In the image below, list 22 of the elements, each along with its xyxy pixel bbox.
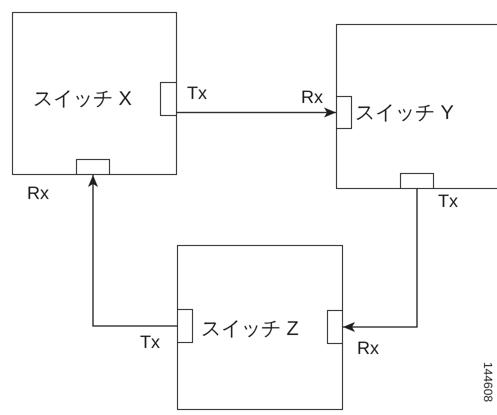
- switch-label: スイッチ Y: [355, 103, 454, 123]
- switch-box: [177, 245, 343, 410]
- arrow: [177, 108, 336, 118]
- port-box: [400, 172, 434, 189]
- arrow: [343, 189, 418, 332]
- port-box: [176, 308, 193, 343]
- switch-box: [336, 24, 497, 189]
- arrow: [88, 175, 177, 327]
- port-box: [76, 158, 110, 175]
- switch-box: [12, 12, 177, 175]
- port-box: [326, 310, 343, 344]
- port-label: Tx: [187, 84, 207, 102]
- switch-label: スイッチ Z: [201, 319, 299, 339]
- port-label: Tx: [438, 192, 458, 210]
- port-box: [160, 82, 177, 116]
- port-label: Rx: [27, 184, 49, 202]
- figure-number: 144608: [482, 362, 494, 402]
- port-box: [336, 96, 352, 129]
- switch-label: スイッチ X: [33, 89, 132, 109]
- port-label: Rx: [357, 339, 379, 357]
- port-label: Rx: [301, 88, 323, 106]
- port-label: Tx: [140, 333, 160, 351]
